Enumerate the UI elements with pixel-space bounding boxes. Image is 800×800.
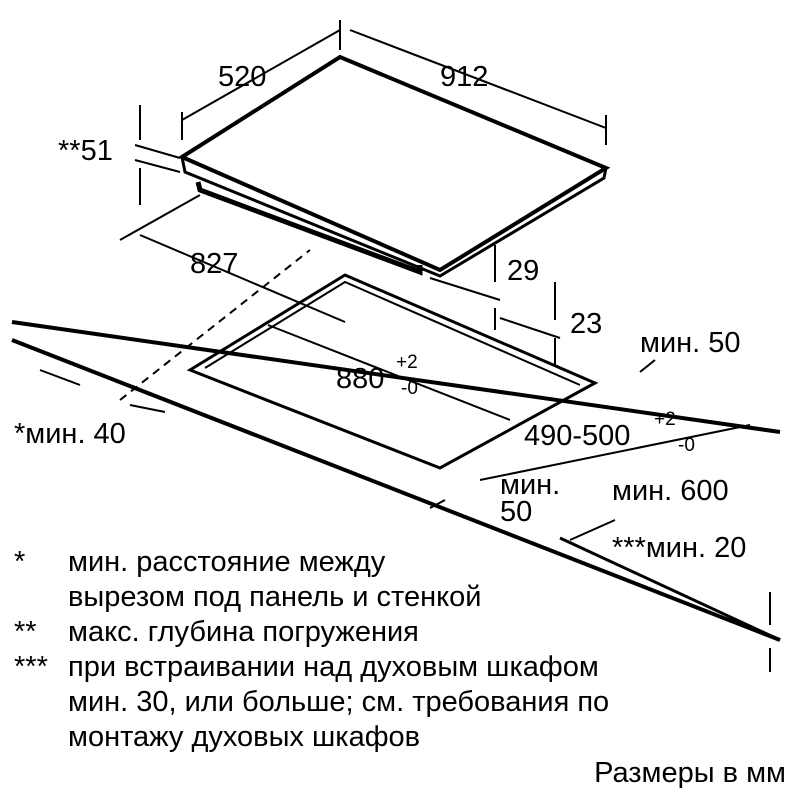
dim-min-thickness: ***мин. 20 bbox=[612, 532, 746, 564]
hob-edge bbox=[180, 156, 608, 278]
footnote-mark: *** bbox=[14, 651, 48, 683]
dim-490-tol-minus: -0 bbox=[678, 435, 695, 456]
dimension-lines bbox=[39, 20, 771, 672]
dim-490-tol-plus: +2 bbox=[654, 409, 676, 430]
footnote-mark: ** bbox=[14, 616, 37, 648]
dim-min-front-value: 50 bbox=[500, 496, 532, 528]
footnote-text: при встраивании над духовым шкафом мин. … bbox=[68, 651, 610, 753]
worktop-top-edge bbox=[11, 320, 781, 434]
worktop-underside bbox=[559, 536, 781, 642]
footnote: ** макс. глубина погружения bbox=[14, 615, 794, 650]
worktop-back-dashed bbox=[119, 249, 311, 401]
dim-880-tol-minus: -0 bbox=[401, 378, 418, 399]
dim-line-40 bbox=[39, 369, 166, 413]
dim-line-51 bbox=[134, 105, 181, 205]
dim-line-880 bbox=[267, 324, 511, 421]
cutout-inner-edge bbox=[204, 280, 581, 386]
dim-line-600 bbox=[569, 519, 616, 541]
footnote-mark: * bbox=[14, 546, 26, 578]
footnote: * мин. расстояние между вырезом под пане… bbox=[14, 545, 794, 615]
dim-51: **51 bbox=[58, 135, 113, 167]
footnote-text: макс. глубина погружения bbox=[68, 616, 419, 648]
hob-body bbox=[195, 181, 423, 276]
worktop-drawing bbox=[11, 249, 781, 642]
dim-line-depth bbox=[181, 20, 341, 140]
footnotes: * мин. расстояние между вырезом под пане… bbox=[14, 545, 794, 755]
dim-line-827 bbox=[119, 194, 346, 323]
hob-drawing bbox=[177, 54, 611, 278]
footnote: *** при встраивании над духовым шкафом м… bbox=[14, 650, 794, 755]
dim-880: 880 bbox=[336, 363, 384, 395]
dim-490-500: 490-500 bbox=[524, 420, 630, 452]
dim-line-width bbox=[349, 29, 607, 145]
dim-23: 23 bbox=[570, 308, 602, 340]
dim-29: 29 bbox=[507, 255, 539, 287]
dim-min-worktop: мин. 600 bbox=[612, 475, 729, 507]
dim-min-front-label: мин. bbox=[500, 469, 560, 501]
units-label: Размеры в мм bbox=[594, 757, 786, 789]
dim-min-side: *мин. 40 bbox=[14, 418, 126, 450]
dim-depth: 520 bbox=[218, 61, 266, 93]
dim-width: 912 bbox=[440, 61, 488, 93]
dim-827: 827 bbox=[190, 248, 238, 280]
dim-min-rear: мин. 50 bbox=[640, 327, 741, 359]
footnote-text: мин. расстояние между вырезом под панель… bbox=[68, 546, 482, 613]
dim-line-29 bbox=[429, 245, 501, 330]
worktop-front-edge bbox=[11, 338, 781, 642]
dim-line-front-50 bbox=[429, 499, 446, 509]
dim-line-490 bbox=[479, 424, 751, 481]
dim-line-23 bbox=[499, 282, 561, 365]
cutout-outline bbox=[186, 273, 599, 470]
dim-880-tol-plus: +2 bbox=[396, 352, 418, 373]
dim-line-rear-50 bbox=[639, 359, 656, 373]
